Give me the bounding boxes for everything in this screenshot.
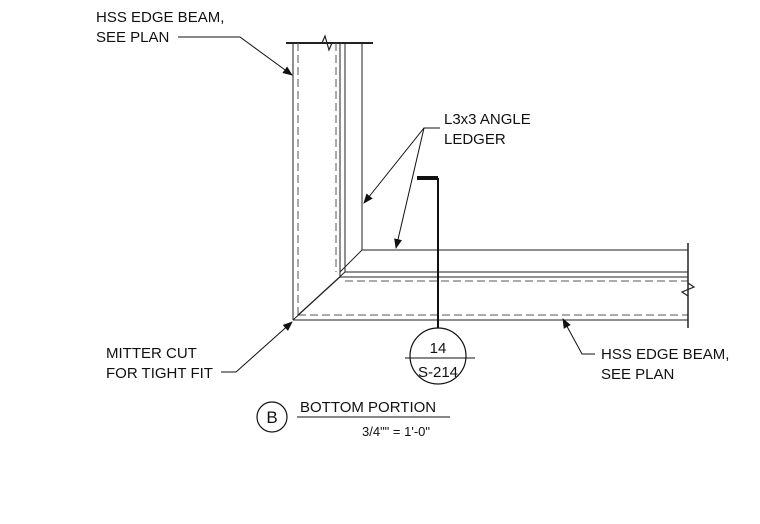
hss-vertical-beam [286,34,373,320]
miter-cut-lines [292,249,363,321]
detail-title: BOTTOM PORTION [300,399,436,416]
detail-title-block: B BOTTOM PORTION 3/4"" = 1'-0" [256,399,450,439]
hss-bottom-label-2: SEE PLAN [601,366,674,383]
hss-bottom-label-1: HSS EDGE BEAM, [601,346,729,363]
section-sheet: S-214 [418,364,458,381]
detail-letter: B [266,408,277,427]
angle-ledger-label-1: L3x3 ANGLE [444,111,531,128]
hss-top-label-2: SEE PLAN [96,29,169,46]
miter-cut-label-2: FOR TIGHT FIT [106,365,213,382]
section-cut-line [417,176,439,328]
annotation-labels: HSS EDGE BEAM, SEE PLAN L3x3 ANGLE LEDGE… [96,9,729,383]
angle-ledger-label-2: LEDGER [444,131,506,148]
hss-top-label-1: HSS EDGE BEAM, [96,9,224,26]
detail-scale: 3/4"" = 1'-0" [362,424,430,439]
miter-cut-label-1: MITTER CUT [106,345,197,362]
hss-horizontal-beam [293,243,696,328]
section-callout-bubble: 14 S-214 [405,327,475,385]
section-number: 14 [430,340,447,357]
leader-lines [178,36,595,373]
